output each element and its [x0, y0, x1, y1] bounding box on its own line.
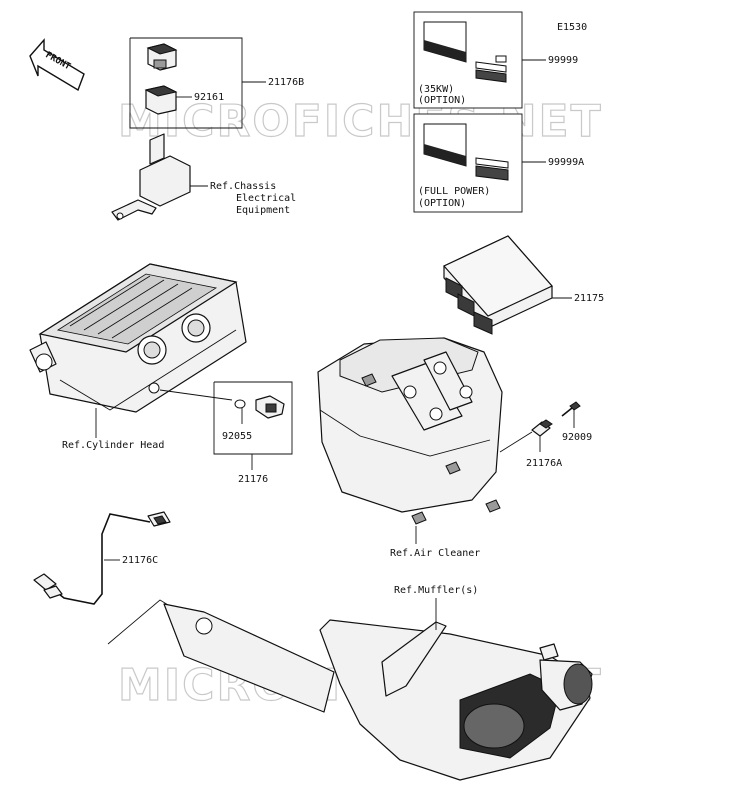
ref-chassis-line1: Ref.Chassis [210, 181, 276, 192]
label-92055: 92055 [222, 431, 252, 442]
label-kit-full-power [413, 113, 546, 213]
diagram-code: E1530 [557, 22, 587, 33]
label-21175: 21175 [574, 293, 604, 304]
ref-cylinder-head: Ref.Cylinder Head [62, 440, 164, 451]
label-21176C: 21176C [122, 555, 158, 566]
option-35kw-line2: (OPTION) [418, 95, 466, 106]
ref-air-cleaner: Ref.Air Cleaner [390, 548, 480, 559]
option-full-power-line1: (FULL POWER) [418, 186, 490, 197]
relay-group [111, 37, 266, 221]
label-99999A: 99999A [548, 157, 584, 168]
label-21176A: 21176A [526, 458, 562, 469]
relay-upper-icon [146, 43, 178, 71]
label-21176: 21176 [238, 474, 268, 485]
ref-chassis-line2: Electrical [236, 193, 296, 204]
watermark-top: MICROFICHES.NET [118, 96, 603, 147]
label-92161: 92161 [194, 92, 224, 103]
bolt-icon [561, 401, 581, 428]
temperature-sensor-icon [255, 395, 285, 419]
air-cleaner-housing-icon [317, 337, 503, 525]
cylinder-head-icon [29, 263, 247, 413]
label-99999: 99999 [548, 55, 578, 66]
ecu-unit-icon [443, 235, 572, 335]
option-35kw-line1: (35KW) [418, 84, 454, 95]
relay-lower-icon [144, 85, 178, 115]
oxygen-sensor-harness-icon [33, 511, 171, 605]
sensor-group-21176 [213, 381, 293, 470]
label-kit-35kw [413, 11, 546, 109]
label-21176B: 21176B [268, 77, 304, 88]
relay-bracket-icon [111, 133, 191, 221]
ref-mufflers: Ref.Muffler(s) [394, 585, 478, 596]
intake-sensor-icon [499, 419, 553, 453]
front-arrow-icon: FRONT [29, 38, 85, 92]
muffler-icon [107, 599, 593, 781]
label-92009: 92009 [562, 432, 592, 443]
ref-chassis-line3: Equipment [236, 205, 290, 216]
option-full-power-line2: (OPTION) [418, 198, 466, 209]
